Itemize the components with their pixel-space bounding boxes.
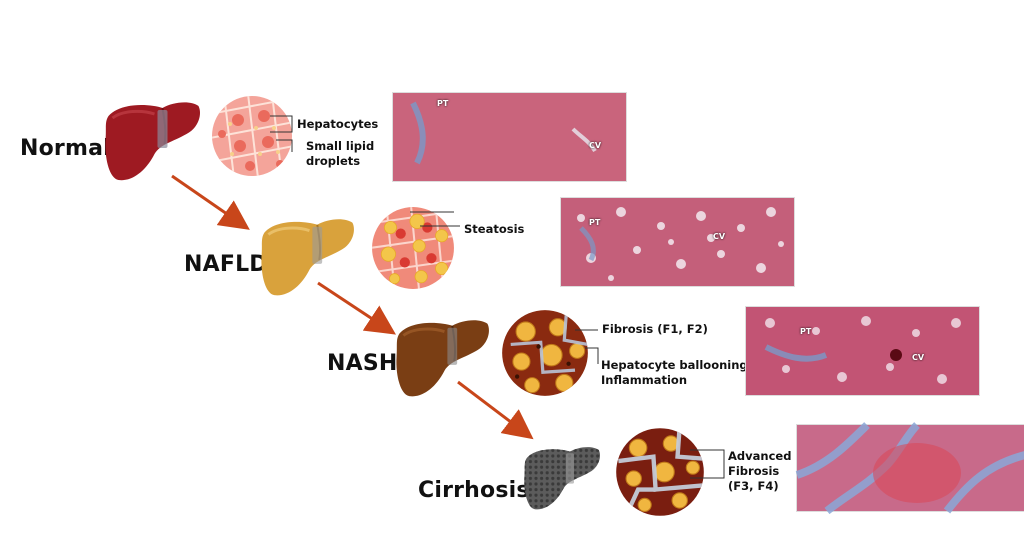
micrograph-nash: PT CV bbox=[745, 306, 980, 396]
stage-label-nash: NASH bbox=[327, 351, 398, 376]
cell-circle-nash bbox=[502, 310, 588, 396]
liver-nafld bbox=[261, 219, 354, 296]
liver-nash bbox=[396, 320, 489, 397]
annotation-advanced-fibrosis: Advanced Fibrosis (F3, F4) bbox=[728, 449, 792, 493]
stage-label-normal: Normal bbox=[20, 136, 111, 161]
micrograph-nafld: PT CV bbox=[560, 197, 795, 287]
arrow-nash-to-cirrhosis bbox=[457, 380, 534, 440]
arrow-nafld-to-nash bbox=[317, 281, 397, 335]
cell-circle-cirrhosis bbox=[616, 428, 704, 516]
annotation-hepatocytes: Hepatocytes bbox=[297, 117, 379, 131]
annotation-steatosis: Steatosis bbox=[464, 222, 525, 236]
liver-cirrhosis bbox=[524, 447, 600, 510]
stage-label-cirrhosis: Cirrhosis bbox=[418, 478, 530, 503]
stage-label-nafld: NAFLD bbox=[184, 252, 268, 277]
micrograph-normal: PT CV bbox=[392, 92, 627, 182]
cell-circle-nafld bbox=[372, 207, 454, 289]
annotation-small-lipid-droplets: Small lipid droplets bbox=[306, 139, 375, 168]
arrow-normal-to-nafld bbox=[171, 174, 250, 230]
micrograph-tag-cv: CV bbox=[713, 232, 726, 241]
micrograph-tag-pt: PT bbox=[800, 327, 812, 336]
micrograph-tag-cv: CV bbox=[912, 353, 925, 362]
liver-normal bbox=[105, 102, 200, 181]
annotation-ballooning-inflammation: Hepatocyte ballooning Inflammation bbox=[601, 358, 748, 387]
micrograph-tag-pt: PT bbox=[589, 218, 601, 227]
annotation-fibrosis-f1-f2: Fibrosis (F1, F2) bbox=[602, 322, 708, 336]
micrograph-cirrhosis bbox=[795, 422, 1024, 515]
micrograph-tag-pt: PT bbox=[437, 99, 449, 108]
micrograph-tag-cv: CV bbox=[589, 141, 602, 150]
